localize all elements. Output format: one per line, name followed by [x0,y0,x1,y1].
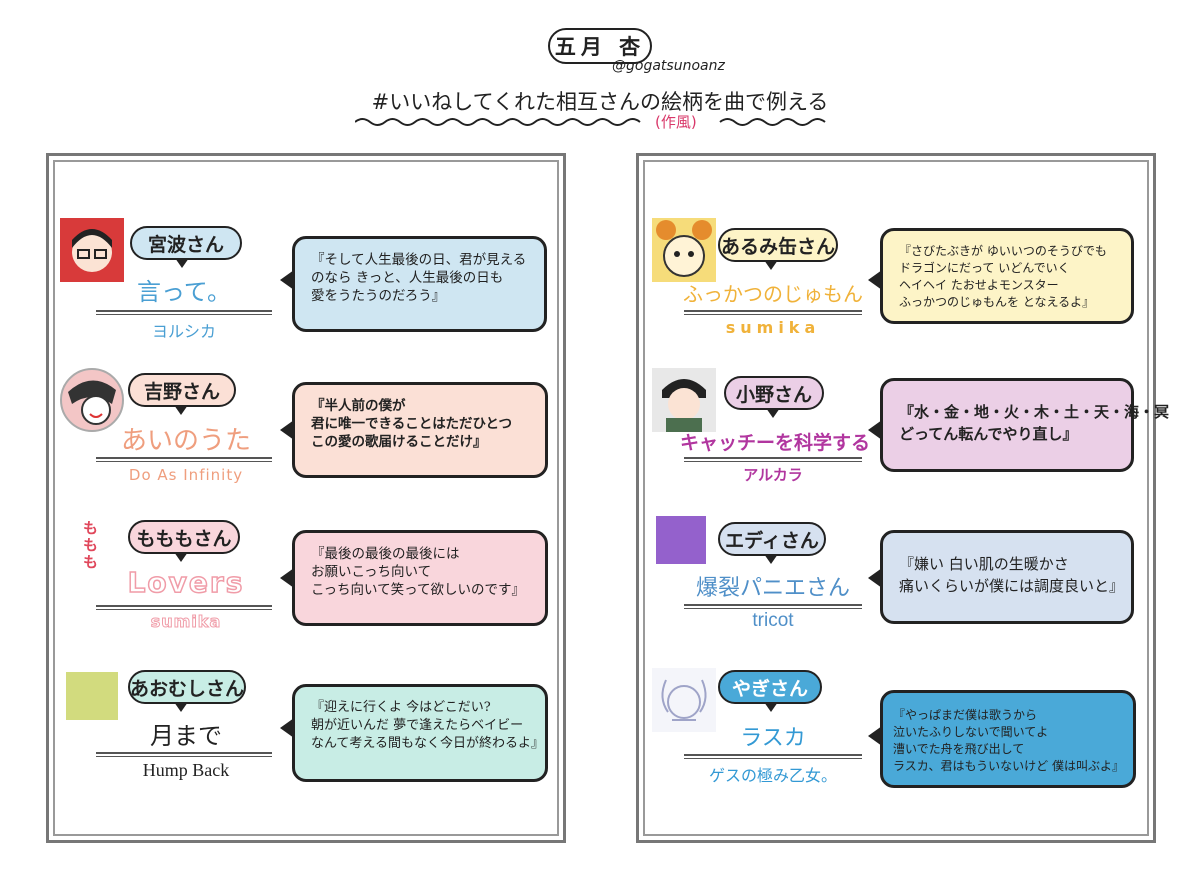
name-pointer [764,554,778,564]
bubble-pointer [868,270,882,290]
avatar-yagi [652,668,716,732]
name-label: あるみ缶さん [718,228,838,262]
song-title: あいのうた [120,426,251,456]
character-icon [72,229,112,272]
name-label: 宮波さん [130,226,242,260]
song-title: 言って。 [136,278,232,306]
artist-name: sumika [150,612,222,632]
song-title: 月まで [150,722,222,750]
bubble-pointer [280,718,294,738]
author-badge: 五月 杏 [548,28,652,64]
author-handle: @gogatsunoanz [612,58,725,74]
character-icon [68,380,116,425]
bubble-pointer [868,420,882,440]
lyrics-bubble: 『やっぱまだ僕は歌うから 泣いたふりしないで聞いてよ 漕いでた舟を飛び出して ラ… [880,690,1136,788]
bubble-pointer [280,568,294,588]
name-label: 小野さん [724,376,824,410]
character-icon [656,220,712,277]
title-wave-decoration [355,118,826,126]
lyrics-bubble: 『嫌い 白い肌の生暖かさ 痛いくらいが僕には調度良いと』 [880,530,1134,624]
divider [684,604,862,609]
song-title: ラスカ [740,726,806,751]
name-pointer [174,552,188,562]
lyrics-bubble: 『さびたぶきが ゆいいつのそうびでも ドラゴンにだって いどんでいく ヘイヘイ … [880,228,1134,324]
lyrics-bubble: 『水・金・地・火・木・土・天・海・冥 どってん転んでやり直し』 [880,378,1169,472]
name-label: やぎさん [718,670,822,704]
name-label: あおむしさん [128,670,246,704]
divider [96,752,272,757]
name-label: もももさん [128,520,240,554]
bubble-pointer [280,270,294,290]
name-pointer [174,702,188,712]
subtitle: (作風) [655,113,697,131]
name-pointer [174,405,188,415]
page-title: #いいねしてくれた相互さんの絵柄を曲で例える [371,90,829,114]
divider [96,457,272,462]
song-title: キャッチーを科学する [680,432,871,454]
avatar-arumikan [652,218,716,282]
name-pointer [764,260,778,270]
name-pointer [766,408,780,418]
artist-name: アルカラ [743,466,803,484]
name-label: 吉野さん [128,373,236,407]
artist-name: ゲスの極み乙女。 [708,766,837,785]
avatar-aomushi [66,672,118,720]
artist-name: tricot [752,610,794,631]
divider [96,310,272,315]
name-pointer [764,702,778,712]
bubble-pointer [868,568,882,588]
bubble-pointer [280,420,294,440]
song-title: 爆裂パニエさん [695,576,850,601]
artist-name: ヨルシカ [151,322,216,341]
divider [96,605,272,610]
name-label: エディさん [718,522,826,556]
artist-name: Do As Infinity [128,466,244,484]
avatar-miyanami [60,218,124,282]
divider [684,310,862,315]
bubble-pointer [868,726,882,746]
avatar-ono [652,368,716,432]
divider [684,754,862,759]
divider [684,457,862,462]
lyrics-bubble: 『迎えに行くよ 今はどこだい? 朝が近いんだ 夢で逢えたらベイビー なんて考える… [292,684,548,782]
character-icon [661,679,707,721]
character-icon [662,379,706,432]
avatar-yoshino [60,368,124,432]
artist-name: sumika [725,318,821,337]
lyrics-bubble: 『そして人生最後の日、君が見える のなら きっと、人生最後の日も 愛をうたうのだ… [292,236,547,332]
song-title: ふっかつのじゅもん [683,282,863,306]
name-pointer [175,258,189,268]
lyrics-bubble: 『半人前の僕が 君に唯一できることはただひとつ この愛の歌届けることだけ』 [292,382,548,478]
artist-name: Hump Back [142,760,230,780]
lyrics-bubble: 『最後の最後の最後には お願いこっち向いて こっち向いて笑って欲しいのです』 [292,530,548,626]
song-title: Lovers [127,565,245,600]
side-name-text: ももも [81,520,99,571]
avatar-eddie [656,516,706,564]
